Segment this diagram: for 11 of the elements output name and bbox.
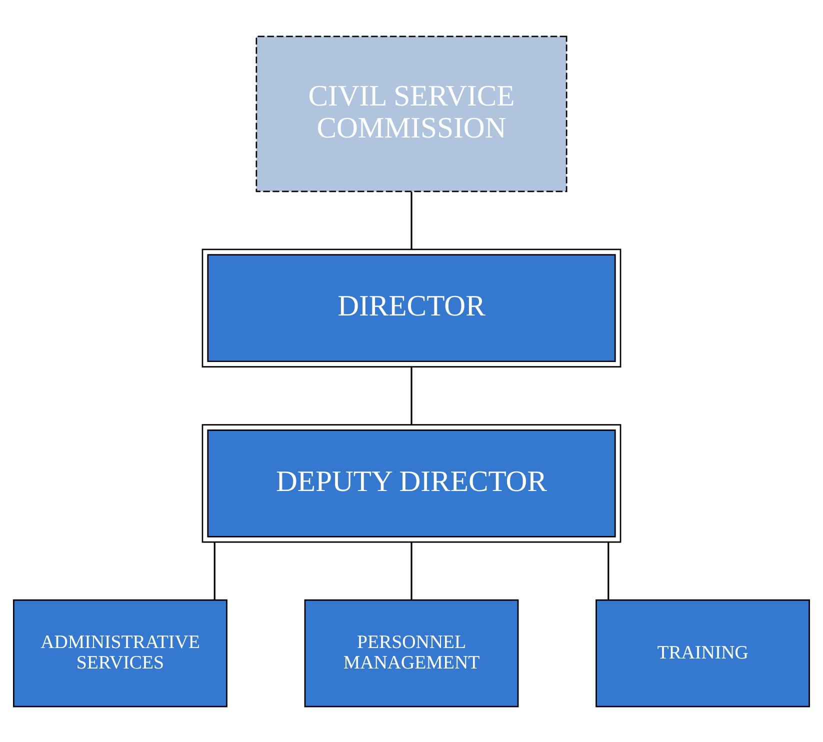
node-box: TRAINING <box>596 598 810 707</box>
connector <box>410 542 412 600</box>
node-box: PERSONNEL MANAGEMENT <box>304 598 519 707</box>
connector <box>410 191 412 249</box>
connector <box>214 542 216 600</box>
node-box: CIVIL SERVICE COMMISSION <box>256 35 568 192</box>
node-box: DEPUTY DIRECTOR <box>202 424 622 542</box>
node-box: ADMINISTRATIVE SERVICES <box>13 598 228 707</box>
node-box: DIRECTOR <box>202 248 622 367</box>
connector <box>410 366 412 424</box>
connector <box>608 542 610 600</box>
